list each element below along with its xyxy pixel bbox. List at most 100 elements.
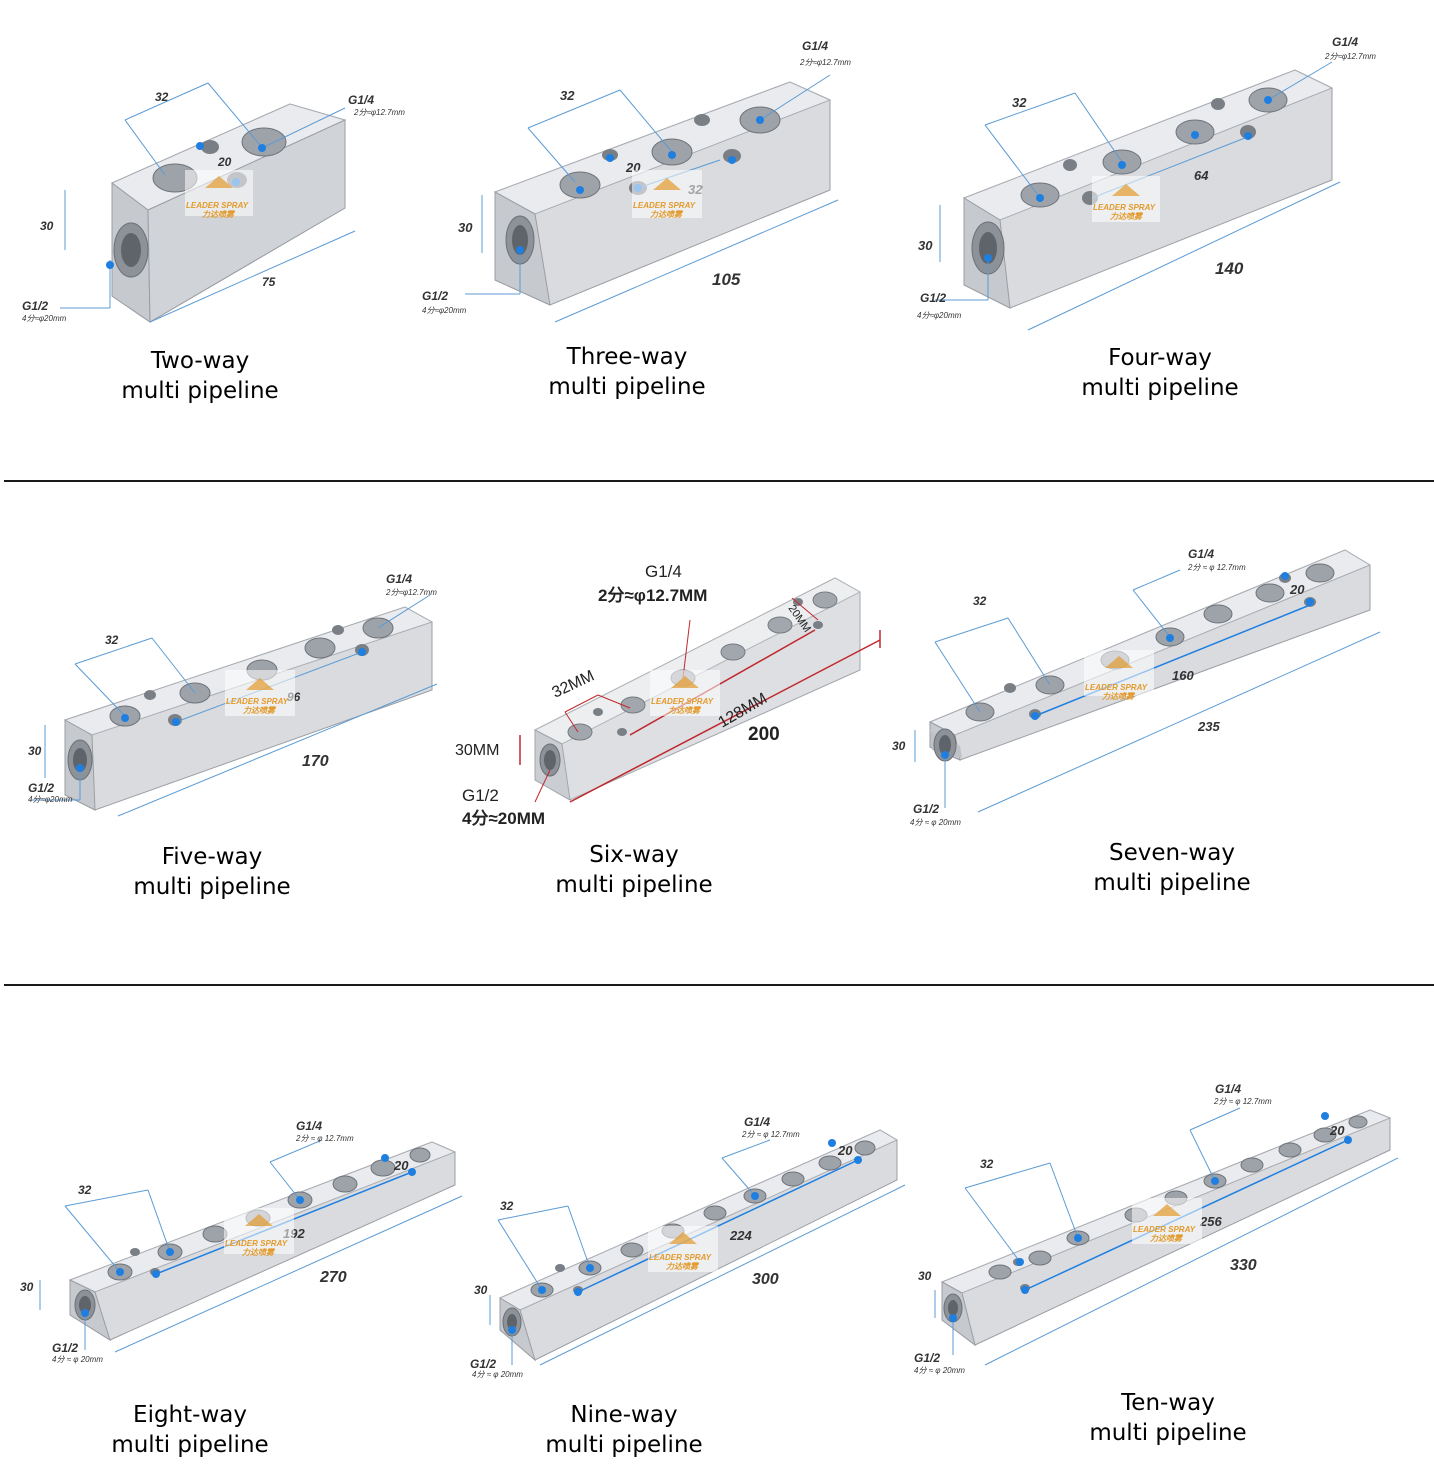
three-way-manifold-drawing: 32 20 32 30 105 G1/4 2分≈φ12.7mm G1/2 4分≈… (422, 39, 851, 323)
label-g12: G1/2 (462, 786, 499, 805)
product-seven-way: 32 20 160 30 235 G1/4 2分 ≈ φ 12.7mm G1/2… (880, 490, 1420, 970)
outlet-marker (408, 1168, 416, 1176)
caption-line2: multi pipeline (1089, 1420, 1247, 1446)
caption-line1: Six-way (589, 842, 679, 868)
dim-span: 64 (1194, 168, 1209, 183)
label-g14: G1/4 (296, 1119, 322, 1133)
watermark-line2: 力达喷雾 (666, 1262, 700, 1271)
watermark-line2: 力达喷雾 (202, 210, 236, 219)
label-g12-sub: 4分≈20MM (462, 809, 545, 828)
dim-pitch: 32 (105, 633, 119, 647)
caption-line1: Five-way (161, 844, 263, 870)
caption: Five-way multi pipeline (52, 842, 372, 902)
watermark-logo: LEADER SPRAY 力达喷雾 (650, 670, 720, 716)
dim-length: 75 (262, 275, 276, 289)
outlet-marker (1036, 194, 1044, 202)
label-g14: G1/4 (1188, 547, 1214, 561)
caption: Ten-way multi pipeline (1008, 1388, 1328, 1448)
watermark-line2: 力达喷雾 (242, 1248, 276, 1257)
dim-span: 256 (1199, 1214, 1222, 1229)
seven-way-manifold-drawing: 32 20 160 30 235 G1/4 2分 ≈ φ 12.7mm G1/2… (892, 547, 1381, 827)
outlet-marker (1016, 1258, 1024, 1266)
label-g14-sub: 2分 ≈ φ 12.7mm (1213, 1097, 1272, 1106)
watermark-line2: 力达喷雾 (1150, 1234, 1184, 1243)
caption-line2: multi pipeline (545, 1432, 703, 1458)
label-g12: G1/2 (422, 289, 448, 303)
caption-line1: Four-way (1108, 345, 1212, 371)
inlet-marker (76, 764, 84, 772)
product-nine-way: 32 20 224 30 300 G1/4 2分 ≈ φ 12.7mm G1/2… (460, 1000, 920, 1468)
label-g14-sub: 2分≈φ12.7mm (799, 58, 851, 67)
label-g12: G1/2 (920, 291, 946, 305)
dim-length: 235 (1197, 719, 1220, 734)
label-g14-sub: 2分≈φ12.7mm (1324, 52, 1376, 61)
outlet-marker (854, 1156, 862, 1164)
dim-offset: 20 (1289, 582, 1305, 597)
dim-pitch: 32 (1012, 95, 1027, 110)
caption: Eight-way multi pipeline (30, 1400, 350, 1460)
product-five-way: 32 96 30 170 G1/4 2分≈φ12.7mm G1/2 4分≈φ20… (0, 490, 460, 970)
inlet-marker (984, 254, 992, 262)
watermark-line1: LEADER SPRAY (1133, 1225, 1196, 1234)
dim-height: 30 (892, 739, 906, 753)
inlet-marker (516, 246, 524, 254)
watermark-logo: LEADER SPRAY 力达喷雾 (1132, 1198, 1202, 1244)
label-g12-sub: 4分 ≈ φ 20mm (52, 1355, 103, 1364)
outlet-marker (1021, 1286, 1029, 1294)
inlet-marker (941, 751, 949, 759)
dim-length: 300 (752, 1271, 779, 1288)
dim-span: 160 (1172, 668, 1194, 683)
dim-length: 330 (1230, 1257, 1257, 1274)
label-g14-sub: 2分≈φ12.7MM (598, 586, 707, 605)
dim-height: 30 (28, 744, 42, 758)
row-divider (4, 984, 1434, 986)
caption-line2: multi pipeline (111, 1432, 269, 1458)
two-way-manifold-drawing: 32 20 30 75 G1/4 2分≈φ12.7mm G1/2 4分≈φ20m… (22, 82, 405, 323)
watermark-line1: LEADER SPRAY (186, 201, 249, 210)
dim-pitch: 32 (973, 594, 987, 608)
watermark-line1: LEADER SPRAY (651, 697, 714, 706)
outlet-marker (668, 151, 676, 159)
outlet-marker (258, 144, 266, 152)
label-g14: G1/4 (348, 93, 374, 107)
caption: Seven-way multi pipeline (1012, 838, 1332, 898)
outlet-marker (1306, 598, 1314, 606)
label-g12-sub: 4分≈φ20mm (422, 306, 467, 315)
label-g12-sub: 4分≈φ20mm (28, 795, 73, 804)
caption: Nine-way multi pipeline (464, 1400, 784, 1460)
dim-length: 105 (712, 270, 741, 289)
label-g14-sub: 2分≈φ12.7mm (385, 588, 437, 597)
outlet-marker (828, 1139, 836, 1147)
label-g14: G1/4 (386, 572, 412, 586)
dim-pitch: 32 (78, 1183, 92, 1197)
caption: Three-way multi pipeline (467, 342, 787, 402)
dim-offset: 20 (1329, 1123, 1345, 1138)
dim-span: 224 (729, 1228, 752, 1243)
outlet-marker (606, 154, 614, 162)
label-g12: G1/2 (52, 1341, 78, 1355)
outlet-marker (152, 1270, 160, 1278)
dim-height: 30 (918, 238, 933, 253)
dim-pitch: 32 (500, 1199, 514, 1213)
dim-height: 30 (474, 1283, 488, 1297)
eight-way-manifold-drawing: 32 20 192 30 270 G1/4 2分 ≈ φ 12.7mm G1/2… (20, 1119, 463, 1364)
watermark-logo: LEADER SPRAY 力达喷雾 (632, 170, 702, 219)
inlet-marker (106, 261, 114, 269)
row-divider (4, 480, 1434, 482)
nine-way-manifold-drawing: 32 20 224 30 300 G1/4 2分 ≈ φ 12.7mm G1/2… (470, 1115, 906, 1379)
watermark-logo: LEADER SPRAY 力达喷雾 (225, 670, 295, 716)
outlet-marker (1321, 1112, 1329, 1120)
product-two-way: 32 20 30 75 G1/4 2分≈φ12.7mm G1/2 4分≈φ20m… (0, 0, 440, 470)
caption-line2: multi pipeline (555, 872, 713, 898)
caption: Six-way multi pipeline (474, 840, 794, 900)
outlet-marker (576, 186, 584, 194)
label-g14: G1/4 (802, 39, 828, 53)
outlet-marker (1264, 96, 1272, 104)
product-ten-way: 32 20 256 30 330 G1/4 2分 ≈ φ 12.7mm G1/2… (900, 1000, 1420, 1468)
watermark-logo: LEADER SPRAY 力达喷雾 (224, 1208, 294, 1257)
watermark-line2: 力达喷雾 (1110, 212, 1144, 221)
dim-pitch: 32MM (550, 667, 597, 701)
outlet-marker (1031, 712, 1039, 720)
dim-offset: 20 (393, 1158, 409, 1173)
label-g14: G1/4 (744, 1115, 770, 1129)
